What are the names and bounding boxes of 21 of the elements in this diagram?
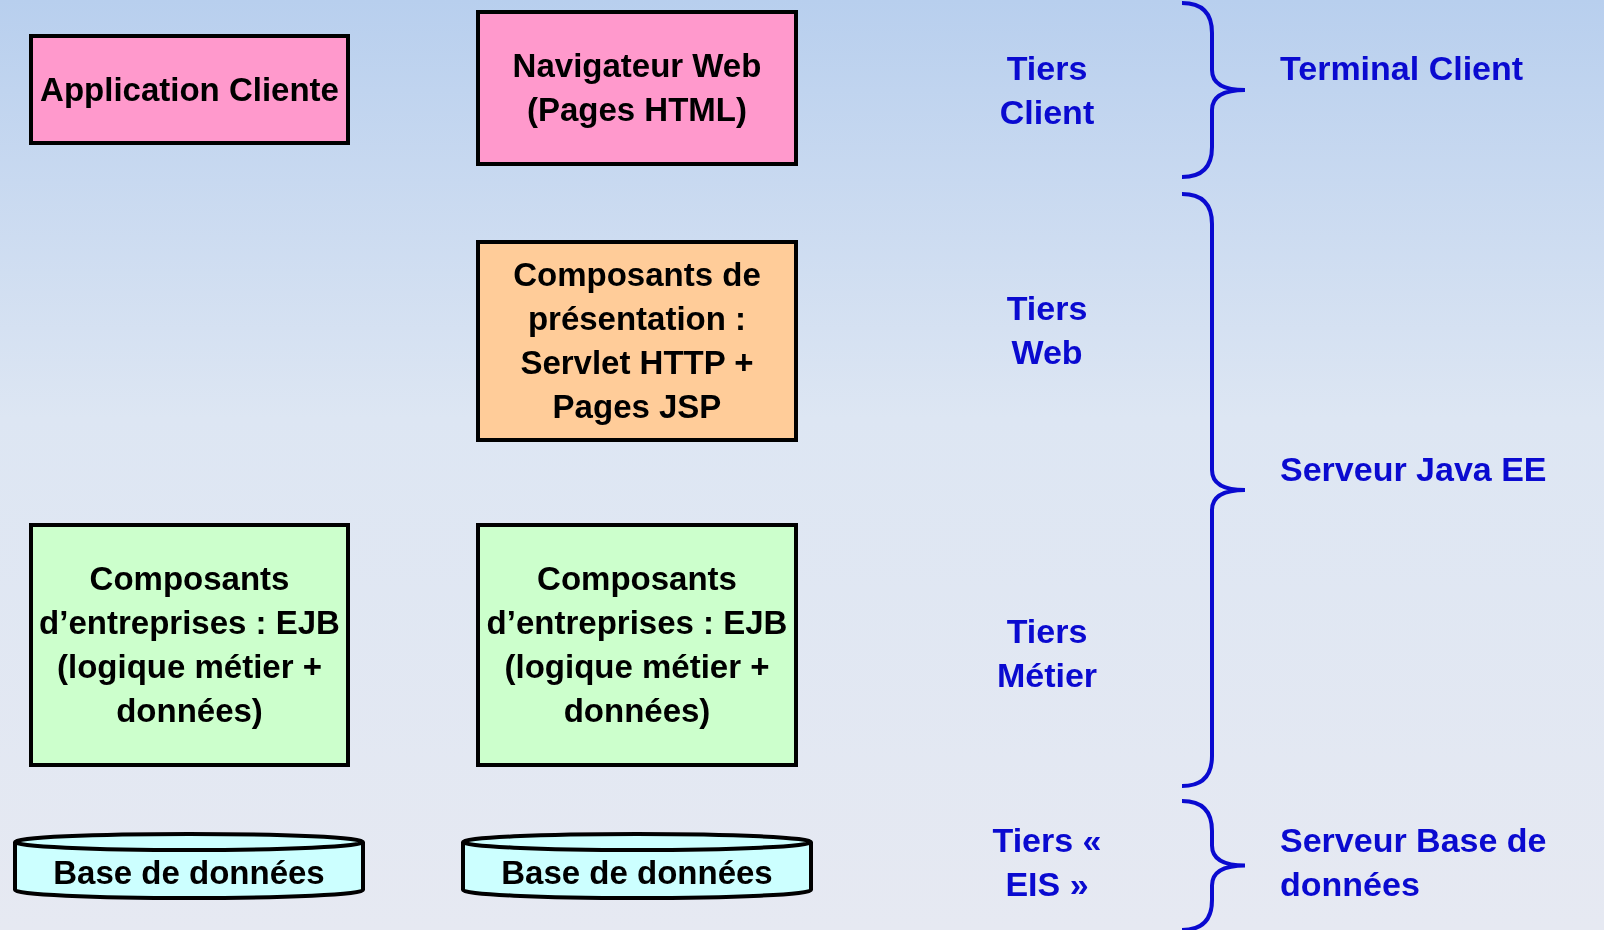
component-label: Composants de présentation : Servlet HTTP + Pages JSP <box>512 255 762 427</box>
component-box <box>476 10 798 166</box>
database-cylinder <box>12 830 366 900</box>
component-box <box>29 523 350 767</box>
component-label: Navigateur Web (Pages HTML) <box>511 46 763 130</box>
tier-group-label: Serveur Base de données <box>1280 820 1548 905</box>
tier-group-label: Serveur Java EE <box>1280 449 1548 490</box>
tier-label: Tiers « EIS » <box>991 820 1103 905</box>
component-label: Base de données <box>501 853 773 893</box>
component-box <box>29 34 350 145</box>
database-cylinder <box>460 830 814 900</box>
component-box <box>476 523 798 767</box>
component-label: Application Cliente <box>39 69 340 110</box>
tier-label: Tiers Client <box>998 48 1096 133</box>
component-box <box>476 240 798 442</box>
component-label: Composants d’entreprises : EJB (logique métier + données) <box>38 559 341 731</box>
component-label: Base de données <box>53 853 325 893</box>
tier-group-label: Terminal Client <box>1280 48 1525 89</box>
tier-label: Tiers Web <box>1005 288 1089 373</box>
component-label: Composants d’entreprises : EJB (logique métier + données) <box>485 559 789 731</box>
tier-label: Tiers Métier <box>995 611 1099 696</box>
